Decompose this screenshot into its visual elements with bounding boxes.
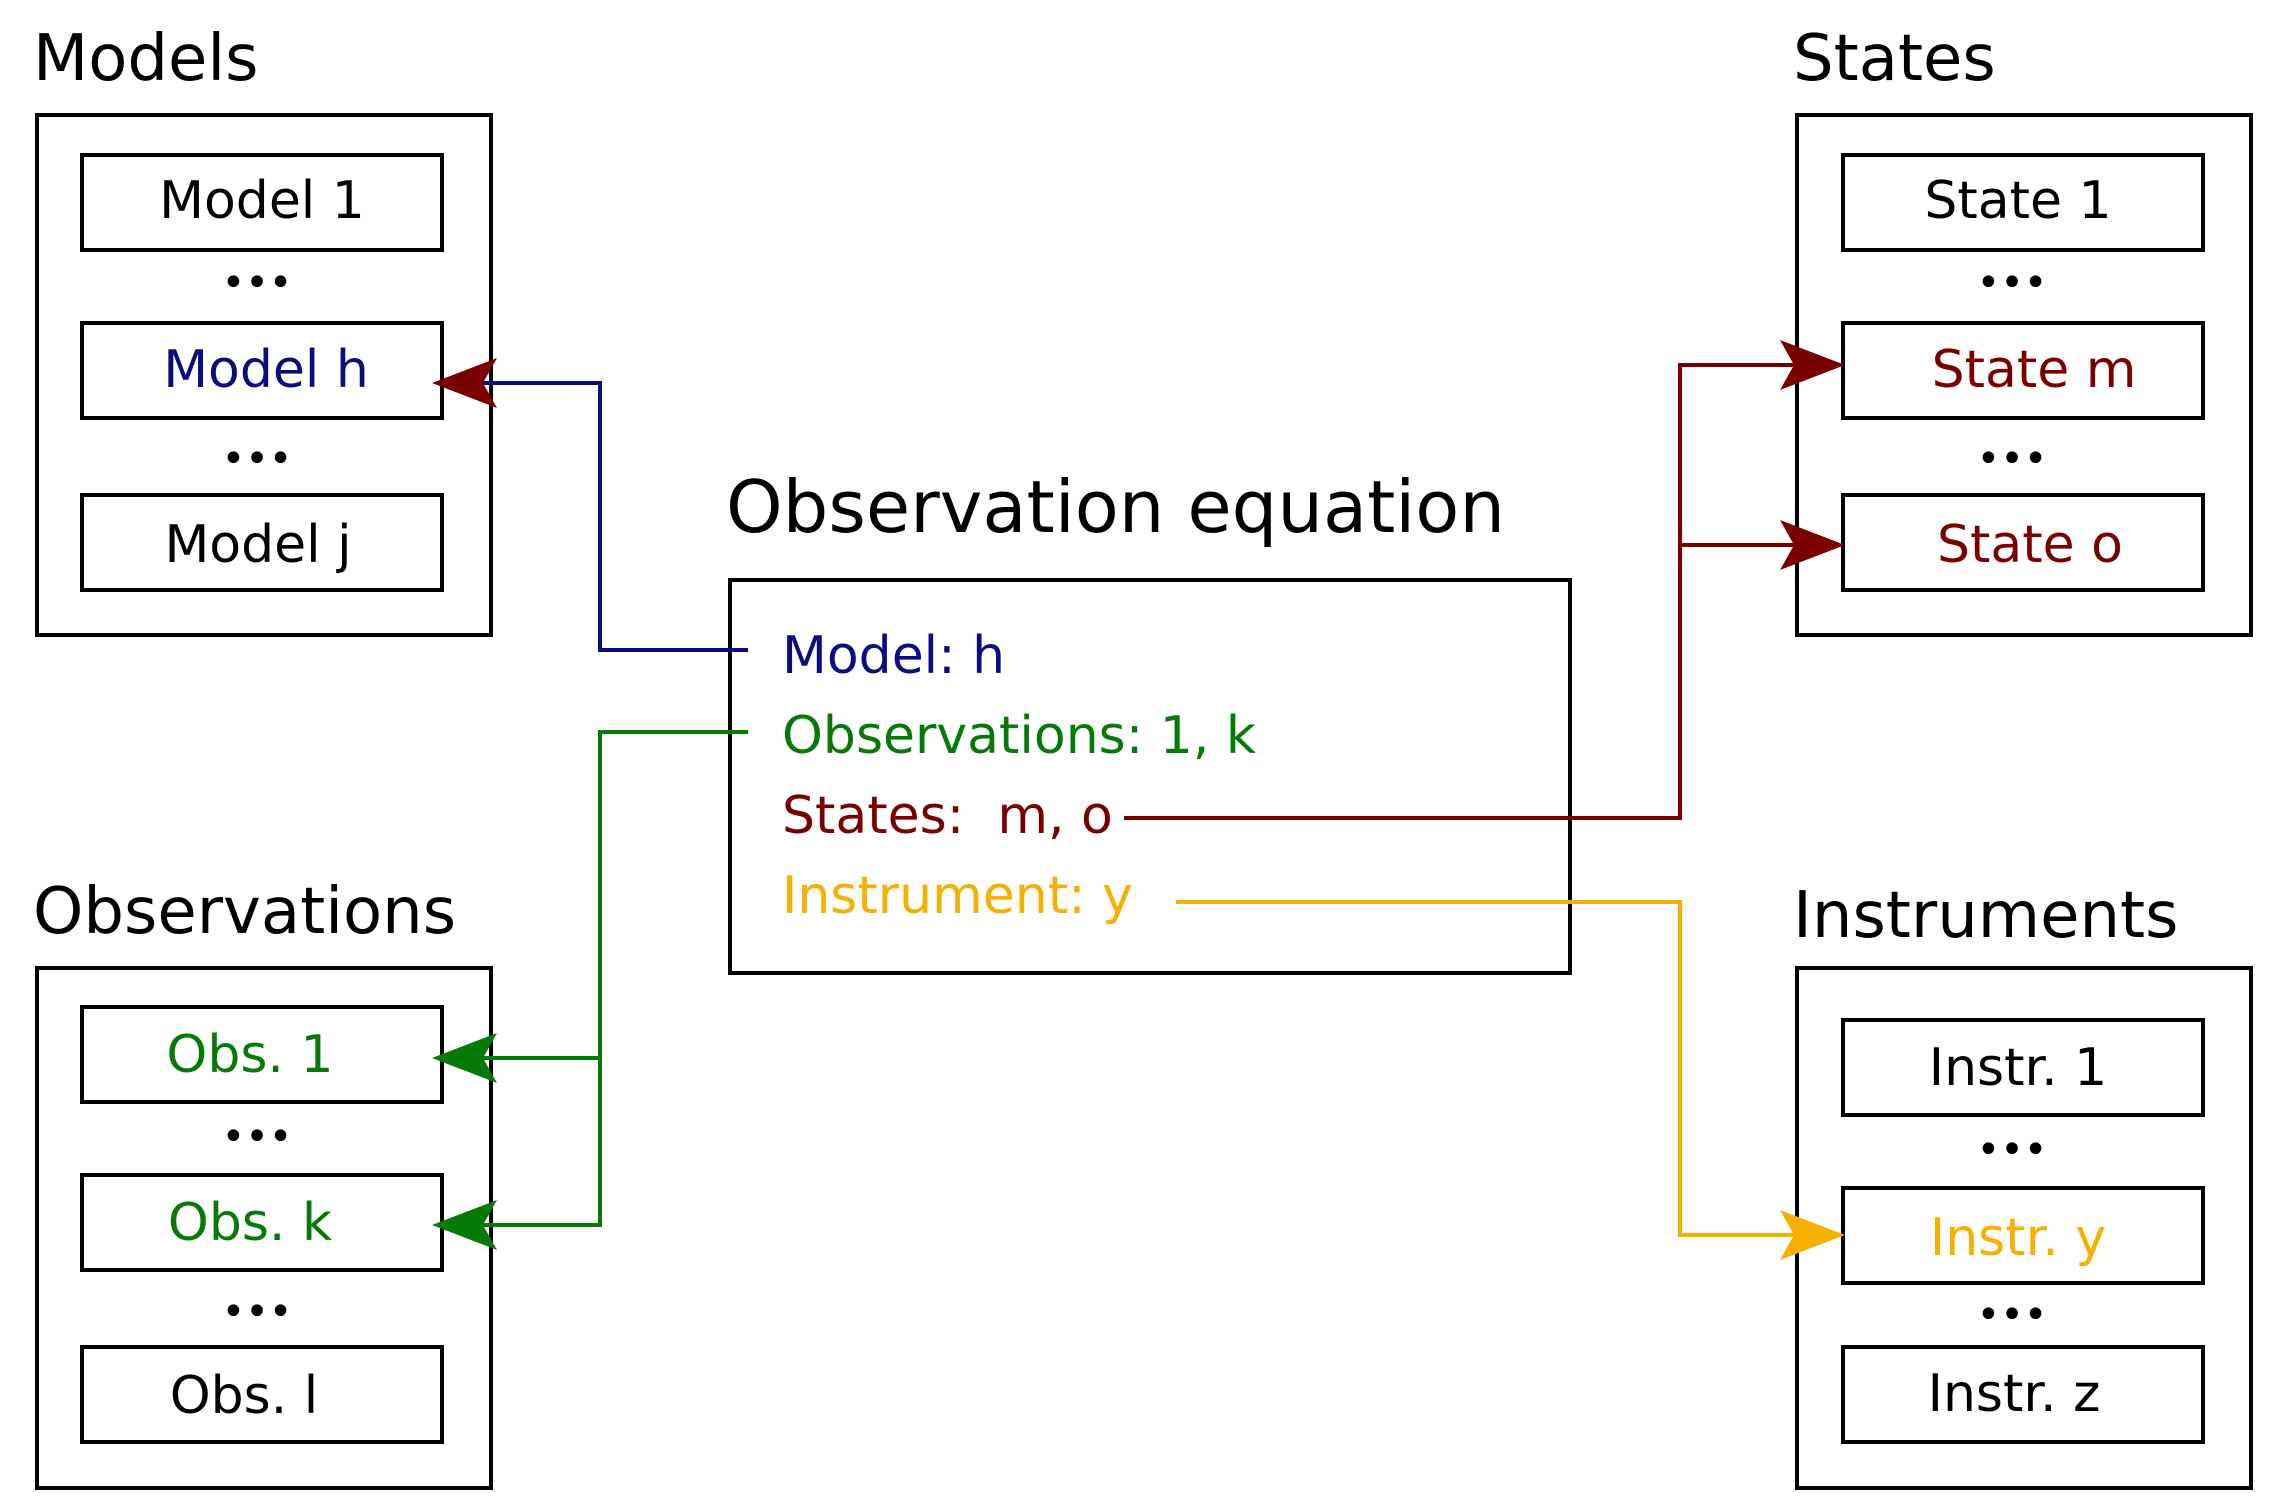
equation-line-instrument: Instrument: y xyxy=(782,866,1133,926)
model-item-box xyxy=(80,321,444,420)
instrument-connector xyxy=(1176,900,1800,1237)
state-item-box xyxy=(1841,321,2205,420)
instrument-item-box xyxy=(1841,1018,2205,1117)
model-item-box xyxy=(80,493,444,592)
equation-box xyxy=(728,578,1572,975)
observation-arrowhead xyxy=(432,1033,497,1083)
instrument-item-label: Instr. y xyxy=(1930,1208,2106,1268)
observations-title: Observations xyxy=(33,875,456,949)
observation-item-box xyxy=(80,1173,444,1272)
state-item-box xyxy=(1841,153,2205,252)
state-item-label: State 1 xyxy=(1924,171,2111,231)
instrument-item-box xyxy=(1841,1345,2205,1444)
model-connector xyxy=(478,381,748,652)
models-title: Models xyxy=(33,22,259,96)
states-ellipsis: ••• xyxy=(1977,260,2048,306)
model-item-label: Model j xyxy=(164,515,351,575)
states-title: States xyxy=(1793,22,1996,96)
observation-arrowhead xyxy=(432,1200,497,1250)
models-group-box xyxy=(35,113,493,637)
observations-ellipsis: ••• xyxy=(222,1289,293,1335)
model-item-label: Model 1 xyxy=(159,171,365,231)
state-item-box xyxy=(1841,493,2205,592)
states-ellipsis: ••• xyxy=(1977,436,2048,482)
observation-item-box xyxy=(80,1345,444,1444)
models-ellipsis: ••• xyxy=(222,260,293,306)
instruments-ellipsis: ••• xyxy=(1977,1127,2048,1173)
instrument-item-label: Instr. 1 xyxy=(1929,1038,2108,1098)
state-arrowhead xyxy=(1780,340,1845,390)
instrument-item-box xyxy=(1841,1186,2205,1285)
model-arrowhead xyxy=(432,358,497,408)
state-connector xyxy=(1124,363,1800,820)
equation-line-observations: Observations: 1, k xyxy=(782,706,1256,766)
model-item-label: Model h xyxy=(163,340,369,400)
observation-item-label: Obs. l xyxy=(170,1366,319,1426)
observation-connector xyxy=(478,730,748,1227)
observations-ellipsis: ••• xyxy=(222,1114,293,1160)
observation-item-label: Obs. 1 xyxy=(166,1025,333,1085)
instrument-item-label: Instr. z xyxy=(1928,1364,2101,1424)
state-arrowhead xyxy=(1780,520,1845,570)
model-item-box xyxy=(80,153,444,252)
observations-group-box xyxy=(35,966,493,1490)
instrument-arrowhead xyxy=(1780,1210,1845,1260)
equation-title: Observation equation xyxy=(726,465,1505,549)
instruments-title: Instruments xyxy=(1793,879,2178,953)
state-item-label: State o xyxy=(1937,515,2123,575)
equation-line-model: Model: h xyxy=(782,626,1005,686)
models-ellipsis: ••• xyxy=(222,436,293,482)
equation-line-states: States: m, o xyxy=(782,786,1113,846)
instruments-ellipsis: ••• xyxy=(1977,1292,2048,1338)
observation-item-label: Obs. k xyxy=(168,1193,332,1253)
state-item-label: State m xyxy=(1932,340,2137,400)
